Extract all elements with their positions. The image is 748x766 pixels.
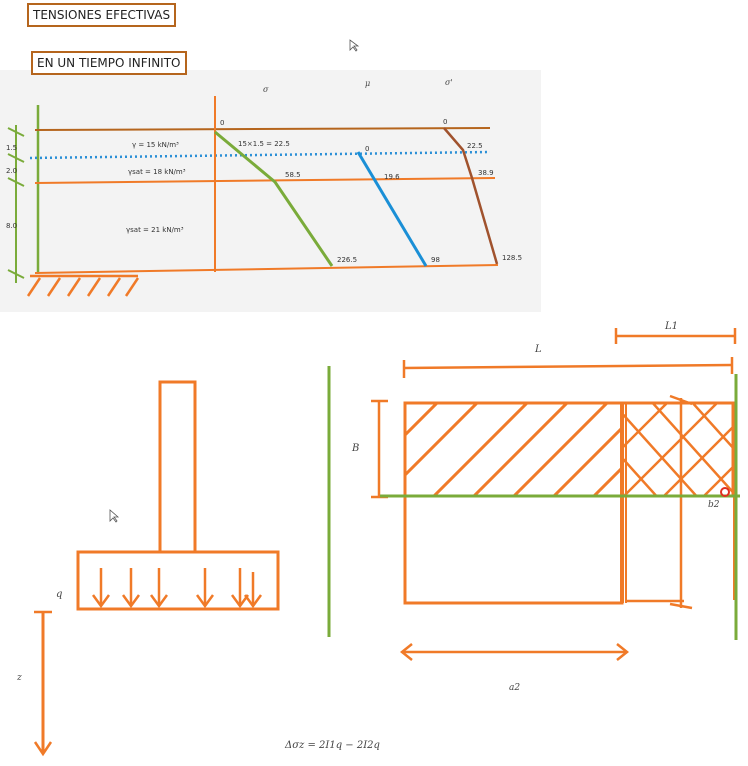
cursor-arrow-icon	[109, 509, 120, 523]
load-arrows	[91, 568, 263, 609]
total-stress-curve	[214, 130, 334, 267]
cursor-arrow-icon	[349, 39, 360, 52]
column	[158, 380, 197, 554]
tick-top	[7, 127, 25, 137]
layer-boundary-line	[34, 177, 496, 184]
depth-label: z	[16, 673, 22, 683]
load-label: q	[56, 589, 62, 600]
effective-stress-1: 22.5	[467, 142, 483, 150]
total-stress-1: 15×1.5 = 22.5	[238, 140, 290, 148]
soil-profile: σ μ σ' 1.5 2.0 8.0	[6, 39, 522, 297]
pore-pressure-2: 98	[431, 256, 440, 264]
header-pore-pressure: μ	[365, 79, 370, 88]
hatch-region-a	[405, 403, 622, 496]
ground-surface-line	[34, 127, 491, 131]
total-stress-3: 226.5	[337, 256, 357, 264]
total-stress-0: 0	[220, 119, 224, 127]
thickness-3: 8.0	[6, 222, 17, 230]
unit-weight-1: γ = 15 kN/m³	[132, 141, 179, 149]
title-tiempo-infinito: EN UN TIEMPO INFINITO	[31, 51, 187, 75]
pore-pressure-0: 0	[365, 145, 369, 153]
header-total-stress: σ	[263, 85, 269, 94]
point-marker	[720, 487, 730, 497]
rect-lower-left	[403, 494, 624, 605]
thickness-2: 2.0	[6, 167, 17, 175]
rectangle-diagram: L L1 B	[284, 321, 740, 751]
label-B: B	[351, 443, 359, 454]
footing-base	[76, 550, 280, 611]
depth-arrow-icon	[33, 741, 53, 757]
bottom-line	[34, 264, 499, 274]
cross-hatch-region-b	[624, 403, 734, 496]
water-table-line	[29, 150, 491, 160]
label-b2: b2	[708, 500, 720, 510]
formula: Δσz = 2I1q − 2I2q	[284, 740, 380, 751]
unit-weight-2: γsat = 18 kN/m³	[128, 168, 186, 176]
label-L: L	[534, 344, 542, 355]
effective-stress-0: 0	[443, 118, 447, 126]
effective-stress-3: 128.5	[502, 254, 522, 262]
label-a2: a2	[509, 683, 520, 693]
effective-stress-2: 38.9	[478, 169, 494, 177]
tick-2	[7, 177, 25, 187]
title-tensiones-efectivas: TENSIONES EFECTIVAS	[27, 3, 177, 27]
footing-diagram: q z	[16, 380, 280, 757]
unit-weight-3: γsat = 21 kN/m³	[126, 226, 184, 234]
tick-1	[7, 153, 25, 163]
pore-pressure-1: 19.6	[384, 173, 400, 181]
label-L1: L1	[664, 321, 678, 332]
effective-stress-curve	[443, 127, 499, 265]
header-effective-stress: σ'	[445, 78, 453, 87]
dim-L-line	[403, 363, 733, 370]
pore-pressure-curve	[356, 151, 428, 267]
tick-bottom	[7, 269, 25, 279]
thickness-1: 1.5	[6, 144, 17, 152]
total-stress-2: 58.5	[285, 171, 301, 179]
ground-hatching	[26, 274, 140, 297]
